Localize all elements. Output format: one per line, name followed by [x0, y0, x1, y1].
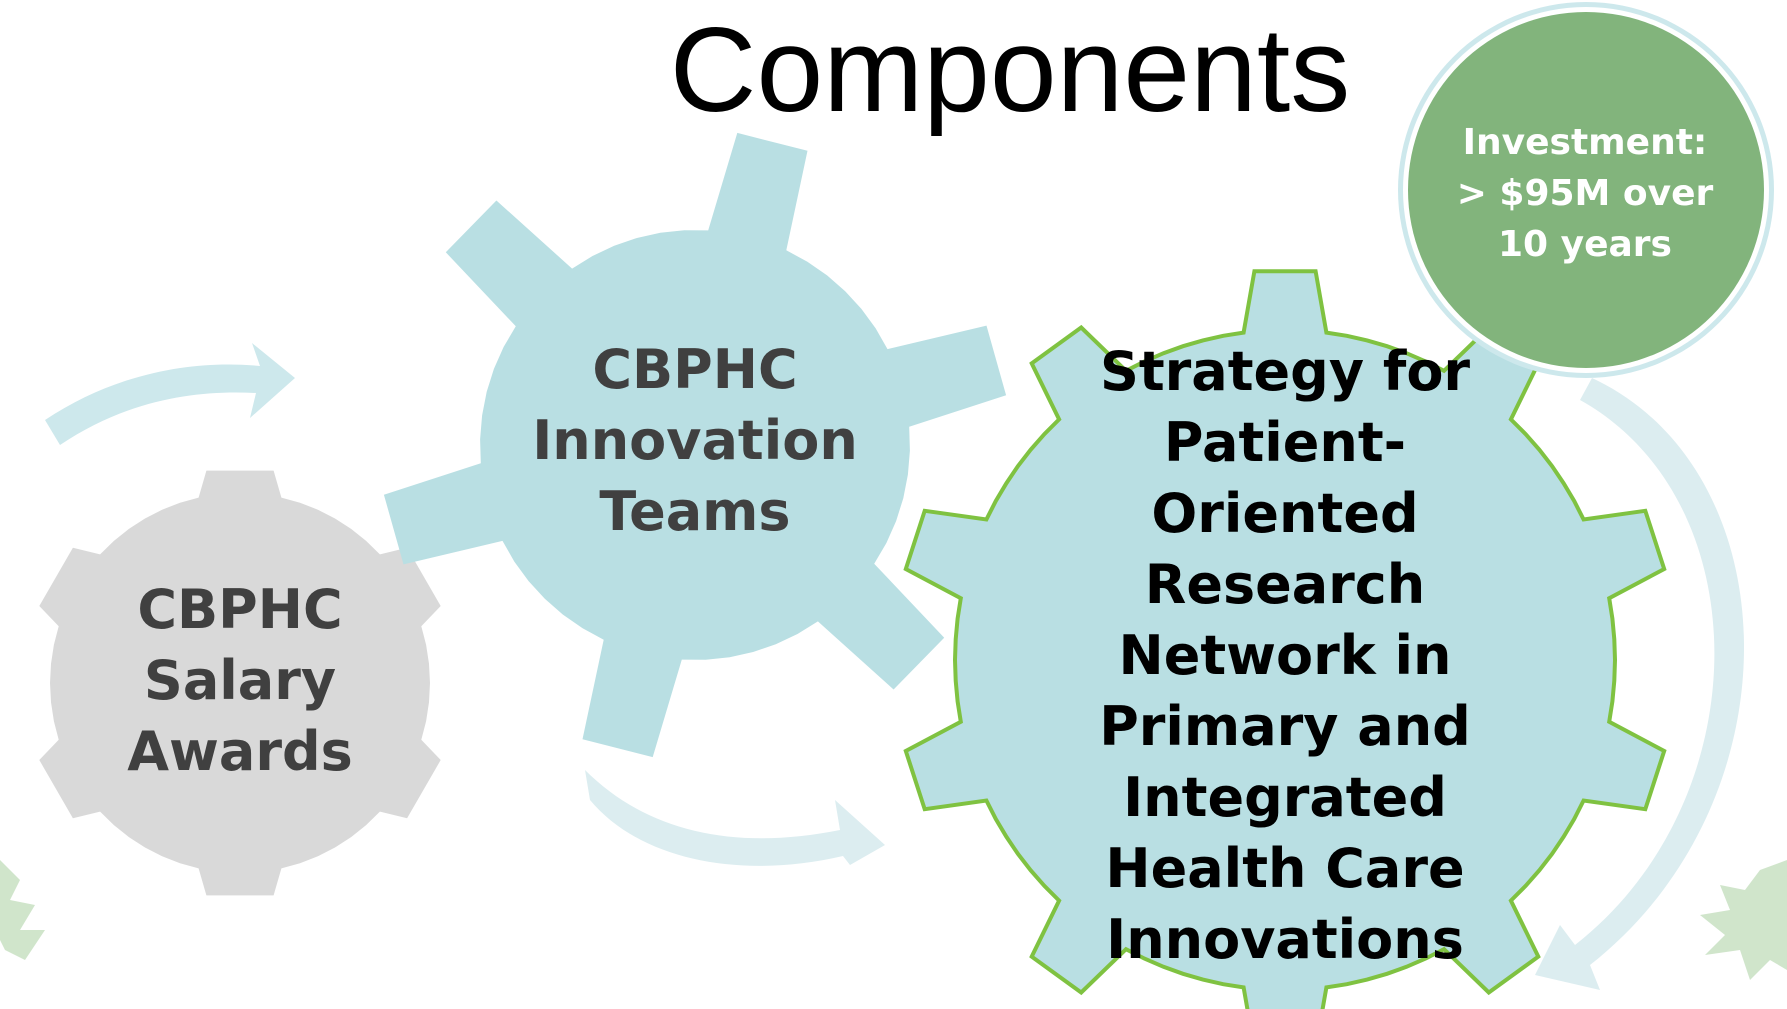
investment-label: Investment: > $95M over 10 years: [1420, 118, 1750, 268]
strategy-gear: [903, 269, 1667, 1009]
innov-line-1: CBPHC: [592, 337, 798, 401]
arrow-right-cycle: [1535, 378, 1745, 990]
investment-line-2: > $95M over: [1456, 172, 1714, 214]
slide-title: Components: [669, 3, 1351, 137]
arrow-top-left: [45, 343, 295, 445]
strategy-line: Network in: [1118, 623, 1452, 687]
strategy-line: Primary and: [1099, 694, 1471, 758]
salary-line-2: Salary: [143, 648, 337, 712]
innov-line-2: Innovation: [532, 408, 858, 472]
strategy-line: Innovations: [1106, 907, 1464, 971]
strategy-line: Oriented: [1151, 481, 1419, 545]
strategy-line: Strategy for: [1099, 339, 1471, 403]
gray-gear: [39, 470, 441, 896]
salary-line-3: Awards: [127, 719, 353, 783]
salary-line-1: CBPHC: [137, 577, 343, 641]
maple-leaf-right-icon: [1700, 860, 1787, 980]
strategy-line: Health Care: [1105, 836, 1465, 900]
investment-circle: [1398, 2, 1774, 378]
strategy-line: Patient-: [1163, 410, 1407, 474]
innovation-teams-label: CBPHC Innovation Teams: [445, 330, 945, 550]
strategy-label: Strategy for Patient- Oriented Research …: [1030, 340, 1540, 971]
salary-awards-label: CBPHC Salary Awards: [40, 570, 440, 790]
arrow-bottom-middle: [585, 770, 885, 866]
investment-line-3: 10 years: [1497, 223, 1672, 265]
strategy-line: Integrated: [1123, 765, 1447, 829]
investment-line-1: Investment:: [1462, 121, 1708, 163]
innov-line-3: Teams: [599, 479, 791, 543]
blue-gear: [383, 132, 1007, 758]
strategy-line: Research: [1144, 552, 1426, 616]
maple-leaf-left-icon: [0, 860, 45, 960]
